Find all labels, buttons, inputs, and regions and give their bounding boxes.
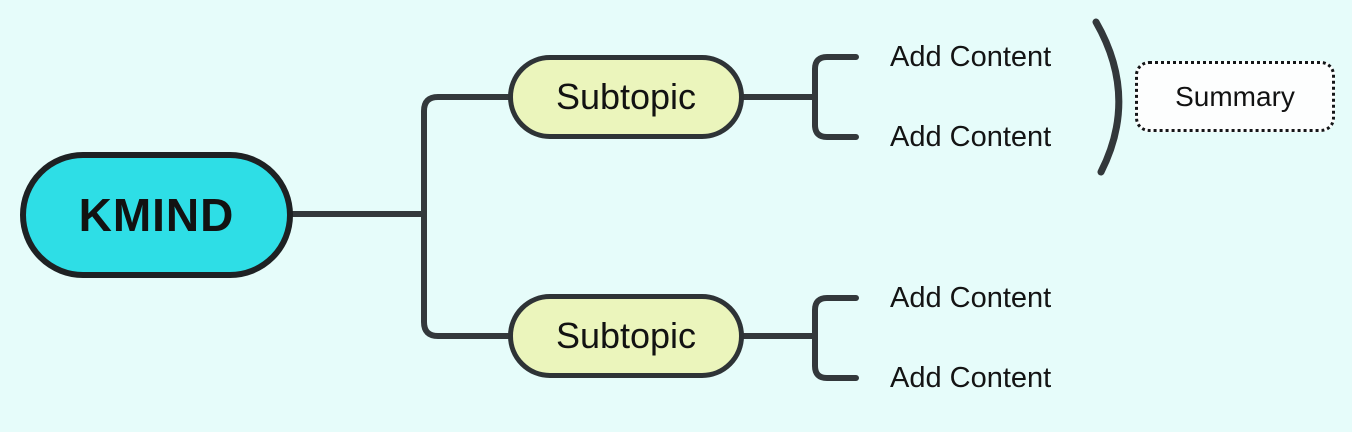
summary-brace [1092,18,1123,176]
add-content-placeholder-3[interactable]: Add Content [890,280,1080,316]
add-content-label: Add Content [890,281,1052,314]
subtopic-bottom-children-bracket [812,295,859,381]
subtopic-bottom-label: Subtopic [555,315,697,356]
subtopic-node-bottom[interactable]: Subtopic [508,294,744,378]
root-node[interactable]: KMIND [20,152,293,278]
branch-trunk-line [421,94,511,339]
subtopic-top-label: Subtopic [555,76,697,117]
subtopic-top-children-bracket [812,54,859,140]
add-content-placeholder-4[interactable]: Add Content [890,360,1080,396]
add-content-label: Add Content [890,361,1052,394]
summary-label: Summary [1175,80,1295,112]
summary-node[interactable]: Summary [1135,61,1335,132]
subtopic-node-top[interactable]: Subtopic [508,55,744,139]
add-content-label: Add Content [890,40,1052,73]
root-node-label: KMIND [78,189,235,241]
add-content-placeholder-2[interactable]: Add Content [890,119,1080,155]
add-content-placeholder-1[interactable]: Add Content [890,39,1080,75]
add-content-label: Add Content [890,120,1052,153]
